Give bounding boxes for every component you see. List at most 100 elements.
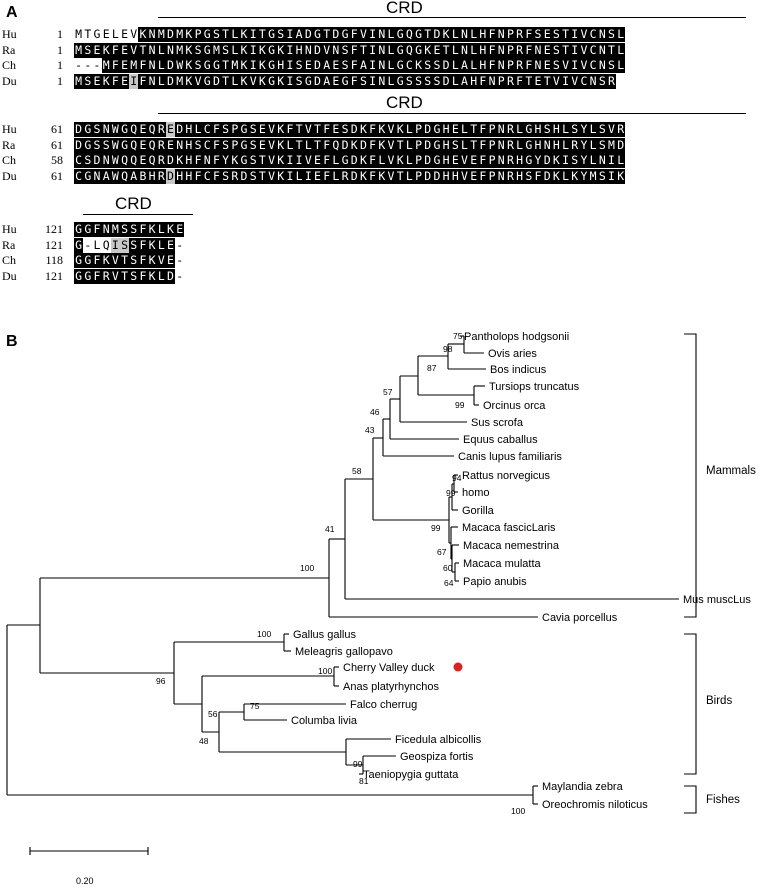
residue: L <box>386 58 396 73</box>
residue: N <box>496 122 506 137</box>
residue: L <box>404 122 414 137</box>
residue: R <box>505 168 515 184</box>
residue: H <box>533 122 543 137</box>
taxon-label: Macaca fascicLaris <box>462 522 556 534</box>
residue: G <box>395 73 405 89</box>
residue: F <box>110 73 120 89</box>
residue: I <box>368 73 378 89</box>
residue: V <box>193 73 203 89</box>
residue: E <box>469 153 479 168</box>
residue: L <box>588 153 598 168</box>
residue: I <box>303 168 313 184</box>
residue: V <box>386 137 396 153</box>
residue: E <box>312 168 323 184</box>
residue: K <box>377 122 387 137</box>
residue: F <box>533 168 543 184</box>
residue: D <box>349 122 359 137</box>
taxon-label: Meleagris gallopavo <box>295 646 393 658</box>
residue: G <box>202 58 212 73</box>
residue: I <box>570 58 580 73</box>
residue: P <box>413 153 424 168</box>
residue: F <box>487 42 497 58</box>
residue: L <box>92 237 102 253</box>
residue: H <box>441 168 451 184</box>
residue: G <box>340 73 350 89</box>
taxon-label: Maylandia zebra <box>542 781 624 793</box>
taxon-label: Bos indicus <box>490 364 547 376</box>
residue: S <box>606 27 617 42</box>
start-position: 118 <box>45 253 63 267</box>
residue: P <box>487 153 497 168</box>
residue: L <box>459 137 470 153</box>
residue: Y <box>533 153 543 168</box>
residue: R <box>515 58 525 73</box>
residue: S <box>340 122 350 137</box>
residue: D <box>423 168 433 184</box>
residue: S <box>423 73 433 89</box>
residue: G <box>83 268 93 284</box>
residue: D <box>165 168 176 184</box>
residue: L <box>588 122 598 137</box>
residue: S <box>248 137 258 153</box>
residue: T <box>221 27 231 42</box>
residue: L <box>386 42 396 58</box>
residue: Q <box>147 153 157 168</box>
residue: S <box>570 122 580 137</box>
residue: D <box>211 73 221 89</box>
residue: M <box>101 58 111 73</box>
residue: S <box>551 42 561 58</box>
residue: S <box>358 73 368 89</box>
residue: N <box>147 73 157 89</box>
residue: V <box>570 73 580 89</box>
start-position: 121 <box>45 237 63 252</box>
group-mammals-label: Mammals <box>706 465 756 477</box>
highlight-dot <box>453 662 463 672</box>
residue: V <box>560 58 571 73</box>
residue: F <box>110 58 120 73</box>
residue: L <box>230 27 240 42</box>
residue: R <box>156 153 166 168</box>
taxon-label: Tursiops truncatus <box>489 381 580 393</box>
residue: G <box>340 153 350 168</box>
residue: C <box>404 58 414 73</box>
residue: L <box>156 222 166 237</box>
residue: K <box>441 27 451 42</box>
residue: F <box>193 168 203 184</box>
taxon-label: Equus caballus <box>463 434 538 446</box>
residue: D <box>312 42 323 58</box>
residue: S <box>432 73 442 89</box>
residue: G <box>413 27 424 42</box>
residue: N <box>377 58 387 73</box>
residue: V <box>459 168 470 184</box>
residue: D <box>239 168 249 184</box>
start-position: 121 <box>45 268 63 283</box>
residue: G <box>524 122 534 137</box>
start-position: 61 <box>51 168 63 183</box>
residue: A <box>294 27 304 42</box>
residue: N <box>377 27 387 42</box>
residue: L <box>469 58 479 73</box>
residue: S <box>83 73 93 89</box>
residue: V <box>110 253 120 268</box>
residue: S <box>211 27 221 42</box>
residue: K <box>395 153 405 168</box>
residue: M <box>156 27 166 42</box>
residue: H <box>469 73 479 89</box>
residue: S <box>294 58 304 73</box>
residue: L <box>616 27 626 42</box>
residue: N <box>597 27 607 42</box>
residue: A <box>101 168 111 184</box>
residue: C <box>588 42 598 58</box>
residue: V <box>303 153 313 168</box>
residue: K <box>377 137 387 153</box>
residue: F <box>478 168 488 184</box>
residue: M <box>110 222 120 237</box>
residue: N <box>147 27 157 42</box>
residue: S <box>533 27 543 42</box>
residue: Q <box>147 137 157 153</box>
